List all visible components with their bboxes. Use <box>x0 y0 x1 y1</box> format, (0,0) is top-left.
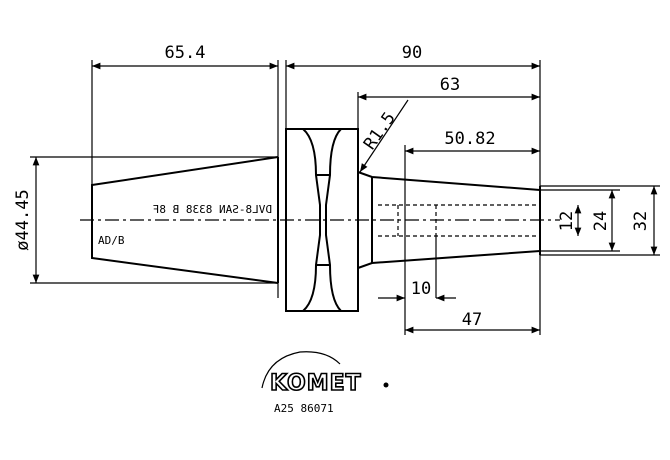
dimension-lines <box>32 62 658 334</box>
dim-step-10: 10 <box>411 279 431 299</box>
dim-total-length: 90 <box>402 43 422 63</box>
taper-text-line1: DVL8-SAN 8338 B 8F <box>153 203 272 216</box>
dim-radius: R1.5 <box>360 109 400 154</box>
logo-code-text: A25 86071 <box>274 402 334 415</box>
extension-lines <box>30 60 660 335</box>
dim-shank-length: 63 <box>440 75 460 95</box>
front-shank <box>357 171 541 269</box>
taper-shank <box>91 156 279 284</box>
dim-bore-depth: 50.82 <box>444 129 495 149</box>
dim-length-47: 47 <box>462 310 482 330</box>
dim-flange-diameter: ø44.45 <box>13 189 33 250</box>
registered-mark <box>383 382 389 388</box>
komet-logo: KOMET A25 86071 <box>261 351 389 415</box>
dim-inner-12: 12 <box>557 211 577 231</box>
dim-outer-32: 32 <box>631 211 651 231</box>
dim-taper-length: 65.4 <box>165 43 206 63</box>
flange-collar <box>285 128 359 312</box>
taper-text-line2: AD/B <box>98 234 125 247</box>
logo-brand-text: KOMET <box>270 371 362 396</box>
dim-inner-24: 24 <box>591 211 611 231</box>
